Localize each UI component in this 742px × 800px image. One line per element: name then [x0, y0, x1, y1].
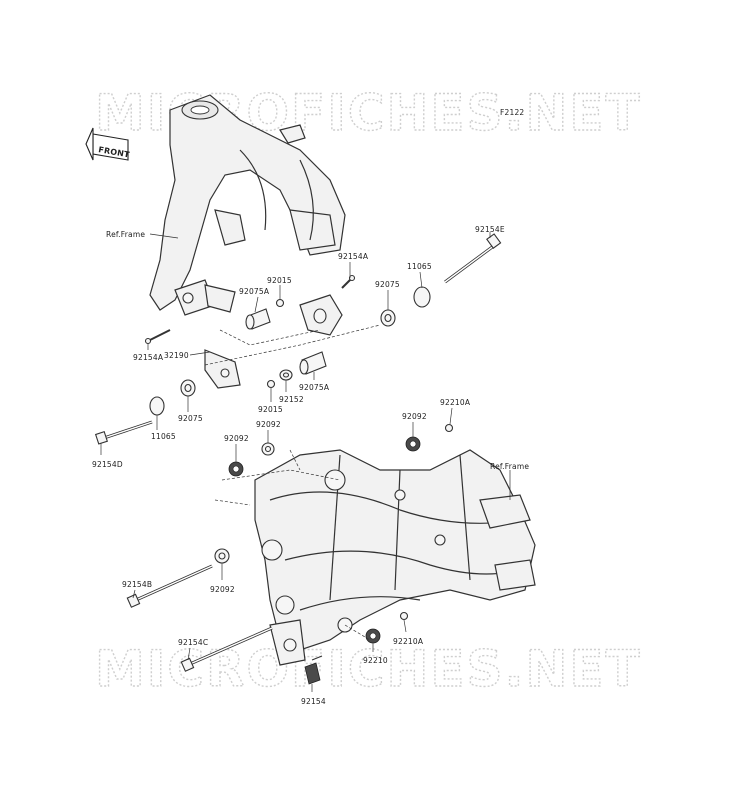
nut-92210A-top: [444, 423, 454, 433]
bolt-92154E: [444, 233, 502, 284]
collar-92075A-mid: [299, 351, 327, 375]
nut-92210A-bot: [399, 611, 409, 621]
label-92092-a: 92092: [224, 434, 249, 443]
figure-code: F2122: [500, 108, 524, 117]
mount-hole-right: [313, 308, 327, 324]
spacer-92152: [279, 369, 293, 381]
bracket-32190-hole: [220, 368, 230, 378]
label-92154E: 92154E: [475, 225, 505, 234]
label-92210: 92210: [363, 656, 388, 665]
collar-92075-top: [380, 309, 396, 327]
label-92154: 92154: [301, 697, 326, 706]
lower-frame: [254, 449, 536, 666]
bolt-92154B: [126, 564, 213, 608]
bush-92092-a: [228, 461, 244, 477]
upper-frame: [149, 94, 346, 316]
nut-92015-mid: [266, 379, 276, 389]
bush-92092-b: [261, 442, 275, 456]
label-32190: 32190: [164, 351, 189, 360]
label-92092-b: 92092: [256, 420, 281, 429]
collar-92075-bot: [180, 379, 196, 397]
label-11065-bot: 11065: [151, 432, 176, 441]
bolt-92154A-left: [144, 329, 171, 345]
bush-92092-c: [405, 436, 421, 452]
bolt-92154: [304, 655, 323, 685]
label-92154B: 92154B: [122, 580, 152, 589]
bracket-32190: [204, 349, 241, 389]
label-11065-top: 11065: [407, 262, 432, 271]
ref-frame-label: Ref.Frame: [106, 230, 145, 239]
label-92075A-top: 92075A: [239, 287, 270, 296]
label-92154A-top: 92154A: [338, 252, 369, 261]
label-92015-mid: 92015: [258, 405, 283, 414]
washer-11065-bot: [149, 396, 165, 416]
watermark-bottom: MICROFICHES.NET: [95, 640, 642, 698]
label-92154A-left: 92154A: [133, 353, 164, 362]
label-92210A-bot: 92210A: [393, 637, 424, 646]
label-92075-top: 92075: [375, 280, 400, 289]
washer-11065-top: [413, 286, 431, 308]
front-arrow-icon: FRONT: [85, 127, 131, 161]
leader-lines: [100, 232, 511, 692]
bush-92210: [365, 628, 381, 644]
collar-92075A-top: [245, 308, 271, 330]
bush-92092-d: [214, 548, 230, 564]
nut-92015-top: [275, 298, 285, 308]
bolt-92154C: [180, 626, 273, 672]
label-92154D: 92154D: [92, 460, 123, 469]
label-92075A-mid: 92075A: [299, 383, 330, 392]
label-92152: 92152: [279, 395, 304, 404]
bolt-92154A-top: [341, 274, 356, 289]
label-92154C: 92154C: [178, 638, 208, 647]
ref-frame-label-right: Ref.Frame: [490, 462, 529, 471]
bolt-92154D: [94, 420, 153, 445]
label-92015-top: 92015: [267, 276, 292, 285]
label-92075-bot: 92075: [178, 414, 203, 423]
label-92092-c: 92092: [402, 412, 427, 421]
label-92210A-top: 92210A: [440, 398, 471, 407]
label-92092-d: 92092: [210, 585, 235, 594]
